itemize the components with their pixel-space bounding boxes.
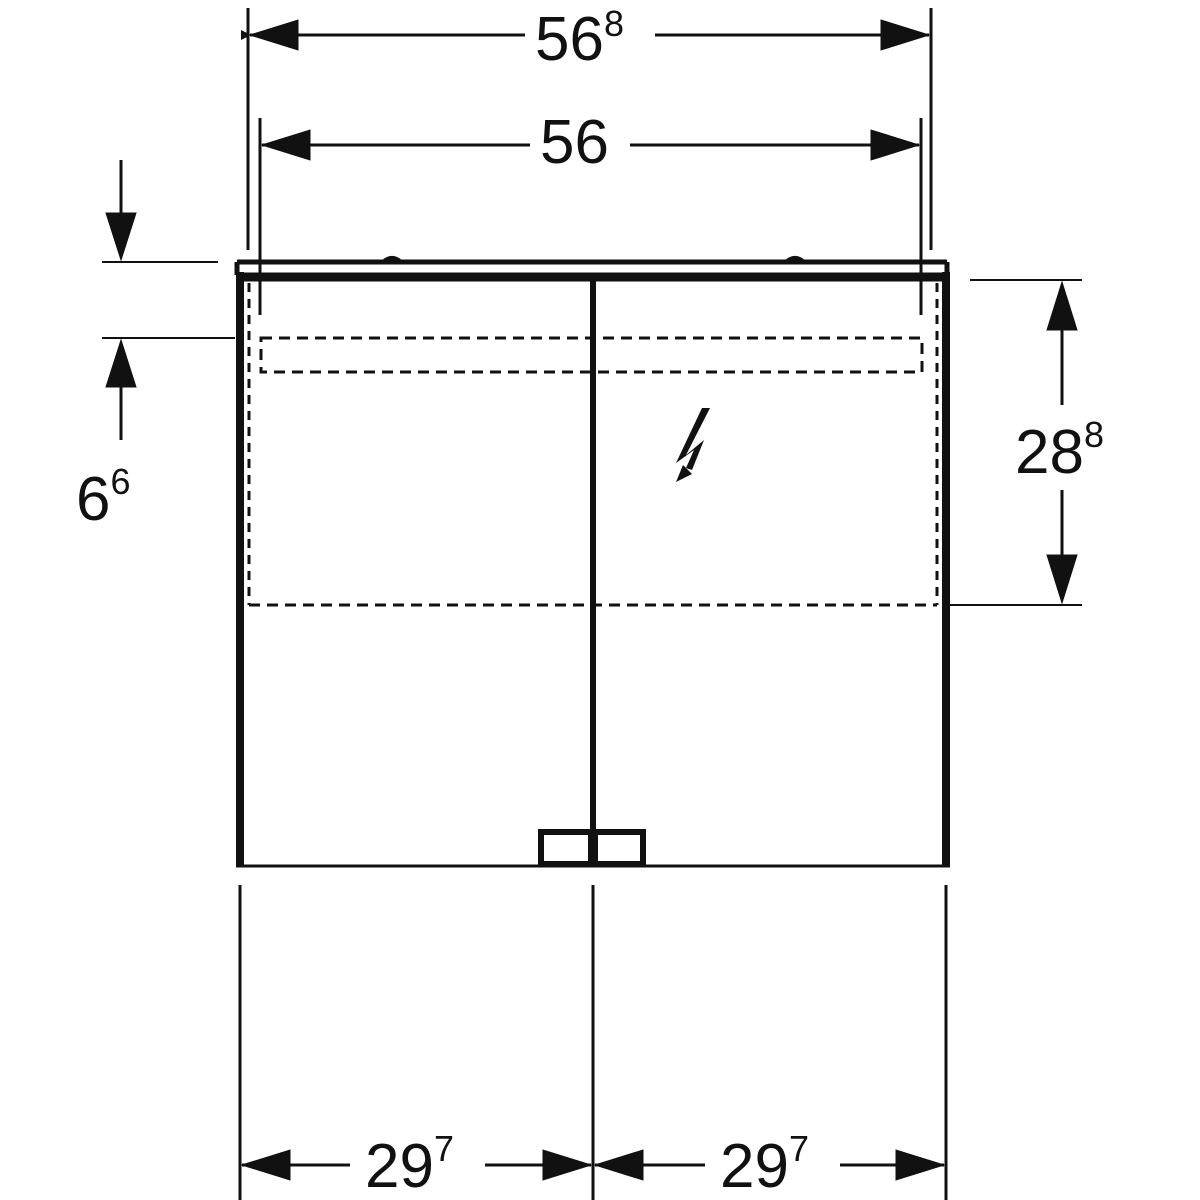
dimension-inner-width (258, 118, 923, 315)
overall-width-label: 568 (535, 3, 624, 74)
left-door-width-label: 297 (365, 1128, 454, 1200)
top-offset-label: 66 (76, 461, 131, 534)
dimension-top-offset (102, 160, 235, 440)
cabinet-body (234, 256, 950, 868)
right-door-width-label: 297 (720, 1128, 809, 1200)
dimension-light-height (950, 279, 1082, 606)
inner-width-label: 56 (540, 108, 609, 177)
light-height-label: 288 (1015, 414, 1104, 487)
dimension-door-widths (238, 885, 948, 1200)
lightning-bolt-icon (676, 408, 710, 482)
dimension-overall-width (241, 8, 933, 250)
